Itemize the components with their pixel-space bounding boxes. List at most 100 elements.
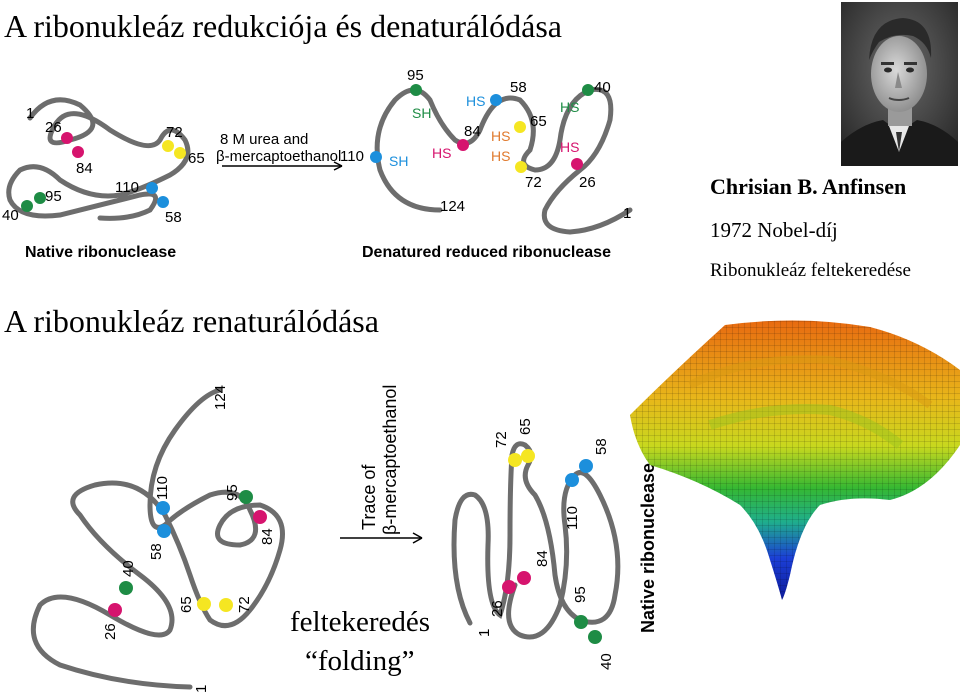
folded-caption: Native ribonuclease xyxy=(638,463,658,633)
scientist-name: Chrisian B. Anfinsen xyxy=(710,174,907,199)
native-chain xyxy=(6,97,191,221)
denatured-caption: Denatured reduced ribonuclease xyxy=(362,244,611,261)
native-label: 110 xyxy=(115,179,139,196)
unfolded-label: 84 xyxy=(259,528,276,545)
native-caption: Native ribonuclease xyxy=(25,244,176,261)
cys-95-native xyxy=(34,192,46,204)
sh-26 xyxy=(571,158,583,170)
denatured-label: HS xyxy=(560,139,579,155)
bottom-reagent-line1: Trace of xyxy=(359,464,379,530)
native-label: 72 xyxy=(166,124,183,141)
cys-72-folded xyxy=(508,453,522,467)
energy-landscape-funnel-icon xyxy=(630,320,960,600)
denatured-label: 124 xyxy=(440,198,465,215)
cys-58-unfolded xyxy=(157,524,171,538)
folded-label: 84 xyxy=(534,550,551,567)
cys-58-native xyxy=(157,196,169,208)
title-reduction: A ribonukleáz redukciója és denaturálódá… xyxy=(4,8,562,44)
renaturation-diagram: 124 110 95 84 58 40 26 65 72 1 Trace of … xyxy=(30,385,658,693)
denatured-label: 58 xyxy=(510,79,527,96)
denatured-label: 1 xyxy=(623,205,631,222)
folded-label: 65 xyxy=(517,418,534,435)
denatured-label: SH xyxy=(412,105,431,121)
unfolded-label: 65 xyxy=(178,596,195,613)
cys-26-folded xyxy=(502,580,516,594)
cys-58-folded xyxy=(579,459,593,473)
cys-65-native xyxy=(174,147,186,159)
cys-40-native xyxy=(21,200,33,212)
cys-65-unfolded xyxy=(197,597,211,611)
cys-72-native xyxy=(162,140,174,152)
denatured-label: HS xyxy=(432,145,451,161)
cys-26-native xyxy=(61,132,73,144)
denatured-label: 40 xyxy=(594,79,611,96)
sh-40 xyxy=(582,84,594,96)
cys-110-unfolded xyxy=(156,501,170,515)
native-label: 65 xyxy=(188,150,205,167)
denatured-chain xyxy=(374,86,633,235)
title-renaturation: A ribonukleáz renaturálódása xyxy=(4,303,379,339)
denatured-label: HS xyxy=(466,93,485,109)
unfolded-label: 124 xyxy=(212,385,229,410)
sh-58 xyxy=(490,94,502,106)
native-label: 58 xyxy=(165,209,182,226)
cys-84-folded xyxy=(517,571,531,585)
folded-chain xyxy=(451,441,621,640)
denatured-label: SH xyxy=(389,153,408,169)
denatured-label: HS xyxy=(491,148,510,164)
cys-40-unfolded xyxy=(119,581,133,595)
scientist-photo xyxy=(841,2,958,166)
denatured-label: HS xyxy=(560,99,579,115)
unfolded-label: 72 xyxy=(236,596,253,613)
cys-84-unfolded xyxy=(253,510,267,524)
folded-label: 26 xyxy=(489,600,506,617)
cys-110-native xyxy=(146,182,158,194)
denatured-label: HS xyxy=(491,128,510,144)
denatured-label: 84 xyxy=(464,123,481,140)
reduction-diagram: 1 26 84 72 65 95 110 40 58 Native ribonu… xyxy=(2,67,633,261)
folding-hu: feltekeredés xyxy=(290,606,431,638)
denatured-label: 65 xyxy=(530,113,547,130)
native-label: 26 xyxy=(45,119,62,136)
unfolded-label: 1 xyxy=(193,685,210,693)
native-label: 84 xyxy=(76,160,93,177)
native-label: 1 xyxy=(26,105,34,122)
scientist-award: 1972 Nobel-díj xyxy=(710,218,838,242)
denatured-label: 26 xyxy=(579,174,596,191)
sh-72 xyxy=(515,161,527,173)
denatured-label: 95 xyxy=(407,67,424,84)
cys-84-native xyxy=(72,146,84,158)
denatured-label: 72 xyxy=(525,174,542,191)
folded-label: 110 xyxy=(564,506,581,530)
sh-110 xyxy=(370,151,382,163)
folded-label: 40 xyxy=(598,653,615,670)
folded-label: 58 xyxy=(593,438,610,455)
unfolded-label: 110 xyxy=(154,476,171,500)
native-label: 95 xyxy=(45,188,62,205)
reagent-line1: 8 M urea and xyxy=(220,131,308,148)
bottom-reagent-line2: β-mercaptoethanol xyxy=(380,385,400,535)
cys-95-unfolded xyxy=(239,490,253,504)
cys-72-unfolded xyxy=(219,598,233,612)
cys-110-folded xyxy=(565,473,579,487)
sh-65 xyxy=(514,121,526,133)
unfolded-label: 26 xyxy=(102,623,119,640)
cys-65-folded xyxy=(521,449,535,463)
native-label: 40 xyxy=(2,207,19,224)
sh-84 xyxy=(457,139,469,151)
folded-label: 72 xyxy=(493,431,510,448)
cys-40-folded xyxy=(588,630,602,644)
folded-label: 95 xyxy=(572,586,589,603)
folding-en: “folding” xyxy=(305,645,415,677)
unfolded-label: 95 xyxy=(224,484,241,501)
unfolded-label: 58 xyxy=(148,543,165,560)
folded-label: 1 xyxy=(476,629,493,637)
unfolded-chain xyxy=(30,387,285,690)
unfolded-label: 40 xyxy=(120,560,137,577)
reagent-line2: β-mercaptoethanol xyxy=(216,148,341,165)
sh-95 xyxy=(410,84,422,96)
denatured-label: 110 xyxy=(340,148,364,165)
cys-95-folded xyxy=(574,615,588,629)
scientist-topic: Ribonukleáz feltekeredése xyxy=(710,260,911,281)
cys-26-unfolded xyxy=(108,603,122,617)
